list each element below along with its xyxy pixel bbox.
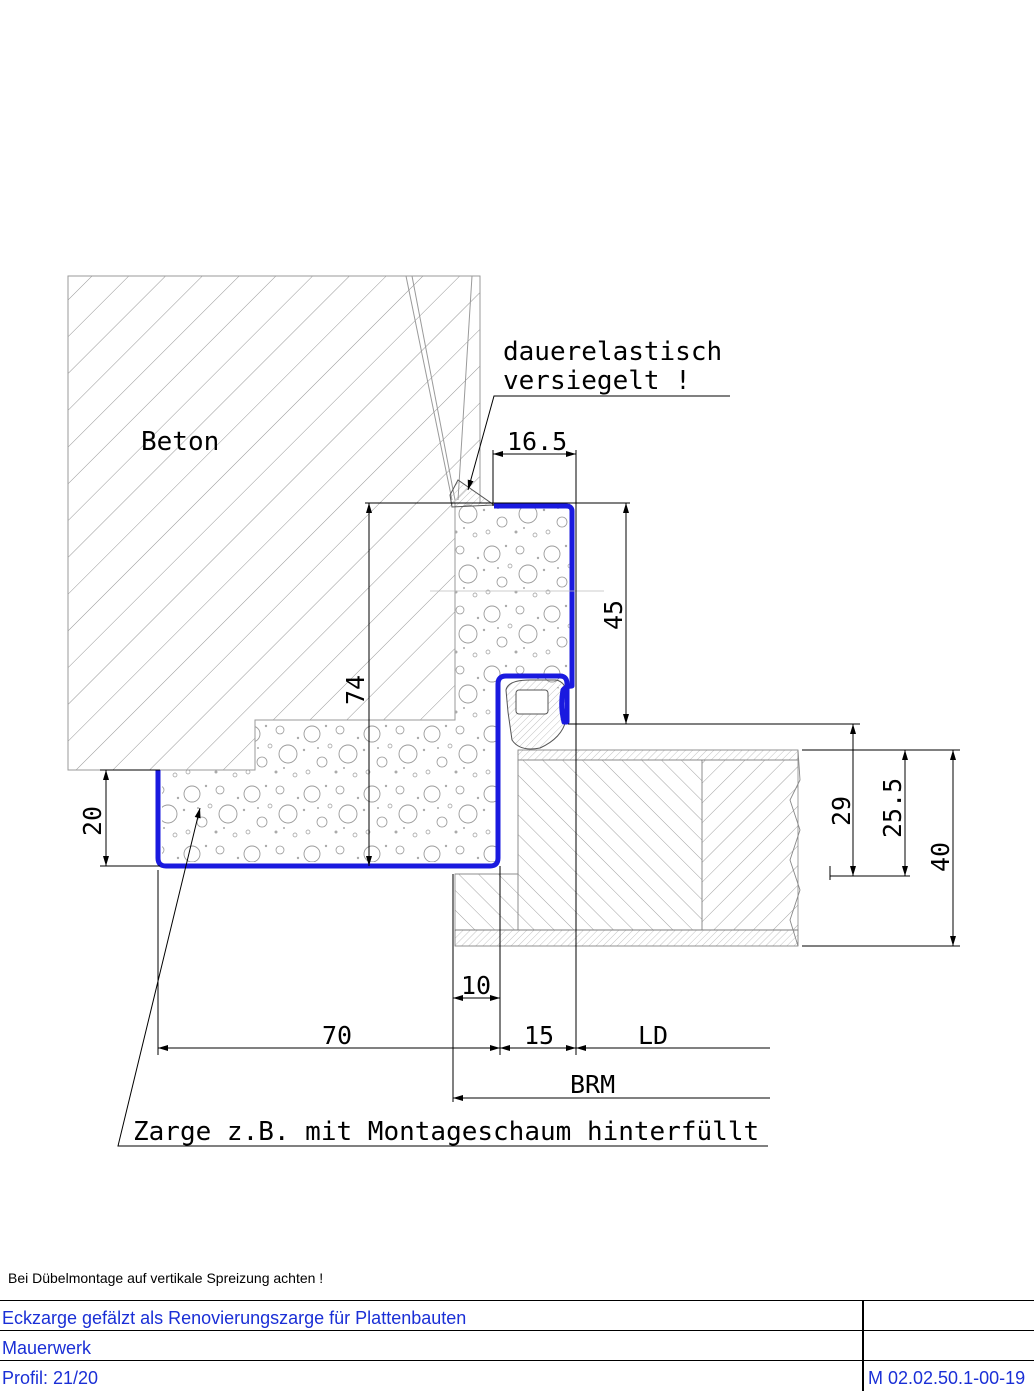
dim-left-height: 20 [78, 806, 107, 836]
frame-profile [155, 503, 575, 869]
door-leaf [454, 749, 801, 947]
title-block-divider [862, 1301, 864, 1391]
foam-fill [162, 503, 570, 862]
label-foam: Zarge z.B. mit Montageschaum hinterfüllt [133, 1117, 759, 1147]
title-row: Eckzarge gefälzt als Renovierungszarge f… [0, 1301, 1034, 1331]
leader-lines [117, 395, 768, 1147]
label-seal-line1: dauerelastisch [503, 337, 722, 367]
technical-drawing: Beton dauerelastisch versiegelt ! Zarge … [67, 275, 960, 1147]
material-row: Mauerwerk [0, 1331, 1034, 1361]
title-block: Eckzarge gefälzt als Renovierungszarge f… [0, 1300, 1034, 1391]
dim-gap-10: 10 [461, 971, 491, 1000]
profile-label: Profil: 21/20 [2, 1368, 99, 1388]
dim-door-29: 29 [827, 796, 856, 826]
dim-total-height: 74 [341, 675, 370, 705]
drawing-number: M 02.02.50.1-00-19 [868, 1368, 1026, 1388]
extension-lines [100, 450, 960, 1102]
concrete-wall [67, 275, 481, 771]
dim-width-15: 15 [524, 1021, 554, 1050]
dim-brm: BRM [570, 1070, 615, 1099]
dim-top-width: 16.5 [507, 427, 567, 456]
label-beton: Beton [141, 427, 219, 457]
drawing-title: Eckzarge gefälzt als Renovierungszarge f… [2, 1308, 467, 1328]
material-label: Mauerwerk [2, 1338, 92, 1358]
dim-door-40: 40 [926, 842, 955, 872]
opening-wedge [405, 275, 473, 501]
dim-width-70: 70 [322, 1021, 352, 1050]
dim-door-25-5: 25.5 [878, 778, 907, 838]
dim-right-height: 45 [599, 600, 628, 630]
profile-row: Profil: 21/20 M 02.02.50.1-00-19 [0, 1361, 1034, 1391]
door-gasket [505, 679, 567, 750]
label-seal-line2: versiegelt ! [503, 366, 691, 396]
dimension-lines [103, 451, 956, 1101]
dowel-note: Bei Dübelmontage auf vertikale Spreizung… [8, 1270, 324, 1286]
dim-ld: LD [638, 1021, 668, 1050]
